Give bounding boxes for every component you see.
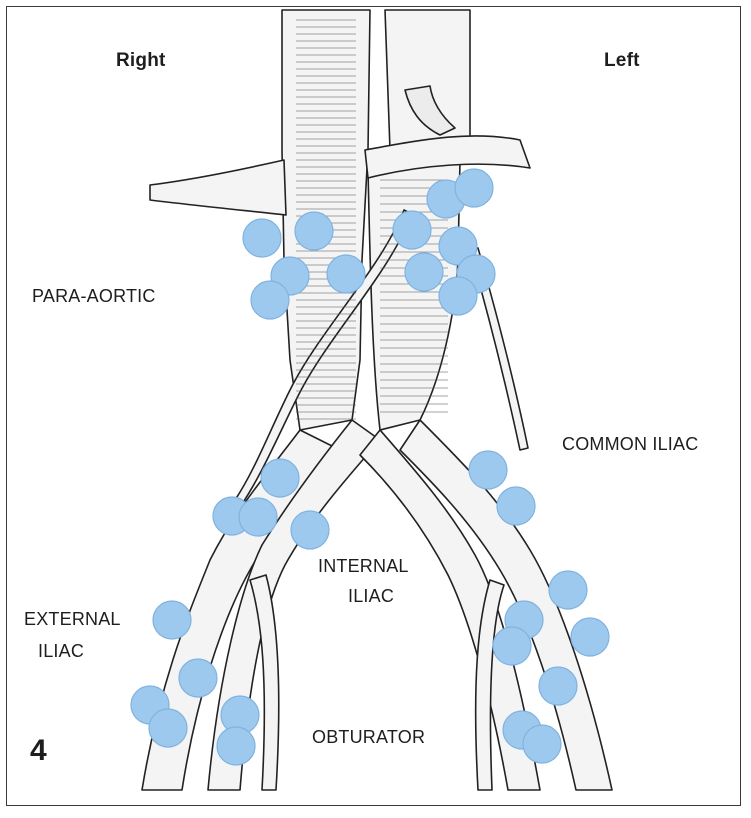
para-aortic-label: PARA-AORTIC bbox=[32, 286, 156, 307]
lymph-node bbox=[239, 498, 277, 536]
lymph-node bbox=[571, 618, 609, 656]
right-side-label: Right bbox=[116, 50, 166, 72]
lymph-node bbox=[405, 253, 443, 291]
lymph-node bbox=[243, 219, 281, 257]
lymph-node bbox=[291, 511, 329, 549]
lymph-node bbox=[455, 169, 493, 207]
lymph-node bbox=[493, 627, 531, 665]
external-iliac-label-line1: EXTERNAL bbox=[24, 606, 121, 632]
lymph-node bbox=[217, 727, 255, 765]
upper-aorta-segment bbox=[385, 10, 470, 150]
internal-iliac-label-line2: ILIAC bbox=[348, 583, 394, 609]
figure-number: 4 bbox=[30, 734, 47, 768]
lymph-node bbox=[469, 451, 507, 489]
lymph-node bbox=[327, 255, 365, 293]
lymph-node bbox=[497, 487, 535, 525]
right-renal-vein bbox=[150, 160, 286, 215]
lymph-node bbox=[179, 659, 217, 697]
lymph-node bbox=[295, 212, 333, 250]
internal-iliac-label-line1: INTERNAL bbox=[318, 553, 409, 579]
obturator-label: OBTURATOR bbox=[312, 727, 425, 748]
lymph-node bbox=[251, 281, 289, 319]
lymph-node bbox=[539, 667, 577, 705]
common-iliac-label: COMMON ILIAC bbox=[562, 434, 698, 455]
external-iliac-label-line2: ILIAC bbox=[38, 638, 84, 664]
lymph-node bbox=[523, 725, 561, 763]
lymph-node bbox=[153, 601, 191, 639]
lymph-node bbox=[549, 571, 587, 609]
left-side-label: Left bbox=[604, 50, 640, 72]
lymph-node bbox=[393, 211, 431, 249]
lymph-node bbox=[149, 709, 187, 747]
lymph-node bbox=[261, 459, 299, 497]
lymph-node bbox=[439, 277, 477, 315]
